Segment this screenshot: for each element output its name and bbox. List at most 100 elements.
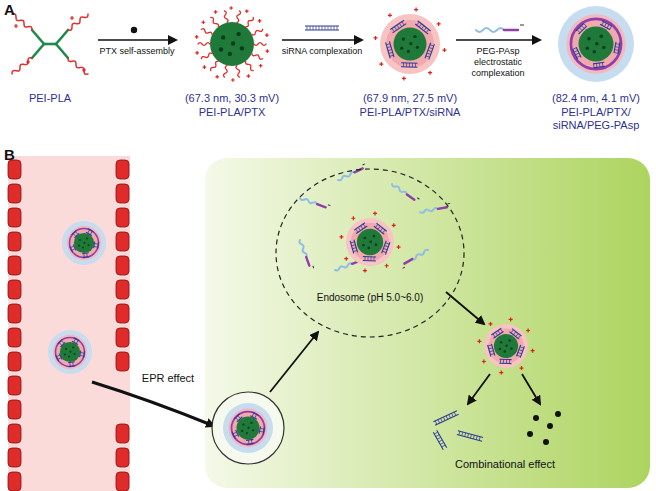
sirna-rung [319, 26, 320, 30]
sirna-rung [74, 339, 76, 343]
charge-sign [259, 64, 263, 68]
charge-sign [231, 78, 235, 82]
sirna-duplex [491, 328, 503, 338]
pei-pla-ptx-sirna-particle [374, 8, 447, 81]
sirna-rung [260, 431, 264, 433]
sirna-rung [328, 26, 329, 30]
sirna-rung [436, 435, 439, 437]
endothelial-cell [116, 448, 129, 467]
ptx-dot [82, 247, 84, 249]
sirna-strand [488, 344, 495, 357]
peg-corona [223, 403, 273, 453]
peg-pasp-polymer [419, 203, 451, 213]
sirna-rung [72, 249, 76, 251]
sirna-rung [454, 412, 456, 416]
ptx-molecule [555, 411, 561, 417]
sirna-rung [386, 44, 390, 45]
sirna-strand [82, 253, 89, 258]
sirna-strand [425, 43, 434, 60]
sirna-rung [310, 26, 311, 30]
sirna-strand [80, 351, 85, 358]
ptx-dot [373, 235, 376, 238]
endothelial-cell [116, 184, 129, 203]
charge-sign [385, 264, 389, 268]
sirna-rung [513, 332, 515, 335]
sirna-rung [459, 431, 460, 435]
sirna-rung [83, 253, 85, 257]
sirna-strand [305, 26, 339, 30]
sirna-rung [602, 63, 604, 67]
ptx-dot [587, 37, 590, 40]
pei-strand [252, 29, 263, 35]
sirna-strand [68, 362, 75, 367]
endothelial-cell [8, 256, 21, 275]
sirna-strand [509, 329, 521, 340]
ptx-dot [409, 42, 412, 45]
sirna-rung [424, 28, 426, 31]
sirna-strand [70, 245, 76, 253]
cationic-shell [566, 14, 625, 73]
charge-sign [344, 257, 348, 261]
sirna-strand [390, 20, 406, 33]
charge-sign [402, 76, 406, 80]
peg-corona [48, 330, 92, 374]
sirna-rung [382, 251, 386, 252]
sirna-duplex [250, 412, 259, 419]
ptx-dot [65, 348, 67, 350]
ptx-dot [221, 35, 225, 39]
sirna-rung [446, 416, 448, 420]
endothelial-cell [8, 184, 21, 203]
pei-strand [236, 65, 240, 77]
pei-block [12, 14, 32, 30]
ptx-dot [247, 427, 249, 429]
ptx-dot [400, 46, 403, 49]
sirna-duplex [234, 414, 242, 422]
pasp-block [317, 204, 326, 207]
process-arrow [468, 374, 490, 404]
sirna-strand [499, 359, 511, 363]
process-arrow [456, 39, 540, 41]
endothelial-cell [116, 160, 129, 179]
endocytic-vesicle [212, 392, 284, 464]
sirna-rung [385, 243, 389, 244]
sirna-rung [616, 43, 620, 45]
sirna-strand [374, 223, 387, 234]
ptx-core [237, 417, 260, 440]
sirna-strand [382, 241, 390, 255]
sirna-strand [491, 328, 503, 338]
sirna-rung [375, 224, 377, 227]
sirna-rung [373, 257, 374, 261]
sirna-rung [356, 229, 358, 232]
charge-sign [520, 25, 524, 26]
ptx-dot [241, 430, 243, 432]
sirna-duplex [509, 329, 521, 340]
sirna-rung [394, 27, 396, 30]
process-label: EPR effect [142, 372, 194, 385]
ptx-dot [363, 237, 366, 240]
sirna-rung [364, 257, 365, 261]
sirna-rung [427, 53, 431, 54]
pla-block [56, 44, 68, 58]
sirna-strand [58, 339, 66, 346]
pasp-block [407, 194, 414, 199]
sirna-rung [313, 26, 314, 30]
sirna-rung [58, 358, 62, 360]
sirna-rung [579, 28, 582, 31]
sirna-rung [367, 257, 368, 261]
charge-sign [526, 329, 530, 333]
sirna-rung [468, 434, 469, 438]
pla-block [32, 44, 44, 58]
sirna-rung [409, 63, 410, 67]
ptx-dot [64, 354, 66, 356]
sirna-rung [388, 49, 392, 50]
sirna-rung [399, 23, 401, 26]
ptx-dot [508, 339, 510, 341]
sirna-rung [412, 63, 413, 67]
ptx-core [210, 22, 254, 66]
sirna-rung [516, 333, 518, 336]
charge-sign [379, 62, 383, 66]
sirna-strand [593, 62, 605, 68]
sirna-duplex [488, 344, 495, 357]
charge-sign [312, 266, 314, 268]
ptx-dot [413, 35, 416, 38]
